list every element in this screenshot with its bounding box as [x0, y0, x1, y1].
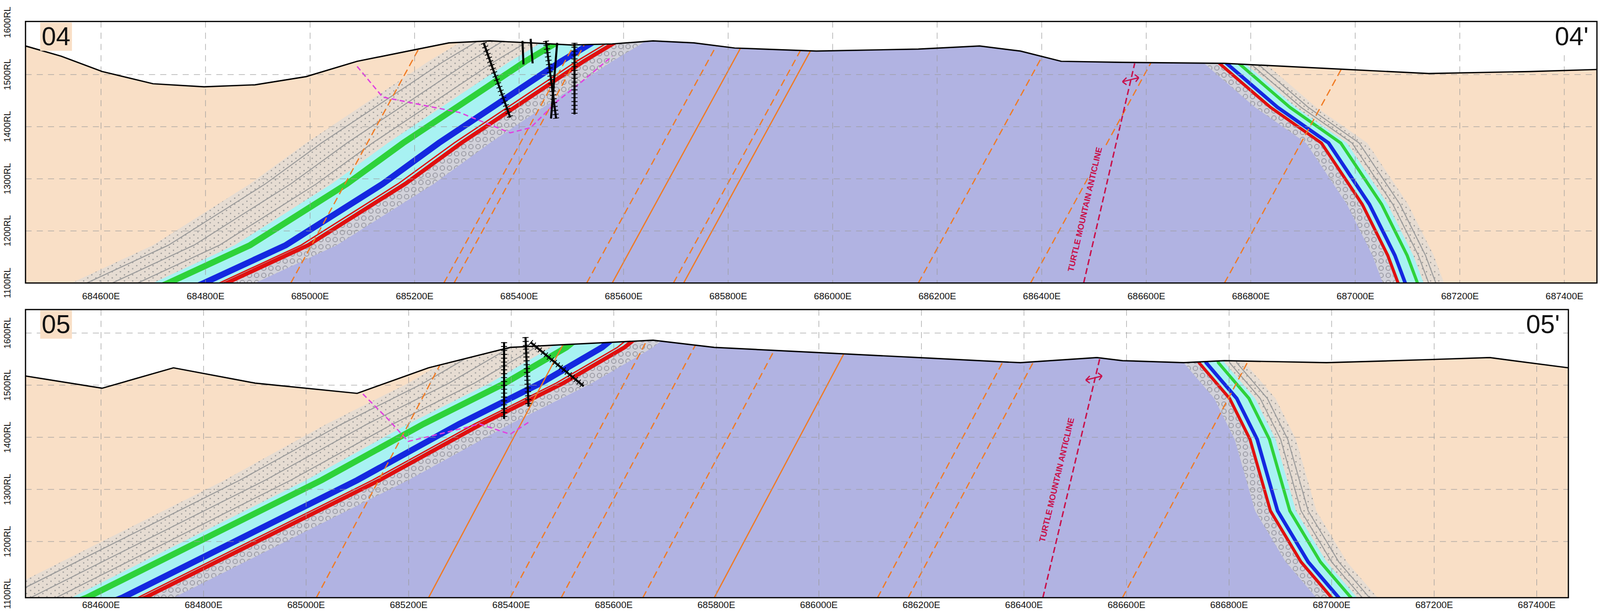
easting-label: 684800E — [186, 291, 225, 302]
panel-frame — [25, 309, 1569, 598]
easting-label: 687200E — [1415, 599, 1454, 611]
easting-label: 685400E — [492, 599, 530, 611]
elevation-label: 1300RL — [2, 162, 13, 194]
easting-label: 684800E — [184, 599, 223, 611]
easting-label: 686000E — [799, 599, 838, 611]
easting-label: 686000E — [813, 291, 852, 302]
easting-label: 685000E — [287, 599, 325, 611]
elevation-label: 1200RL — [2, 214, 13, 247]
easting-label: 686600E — [1127, 291, 1166, 302]
easting-label: 687400E — [1545, 291, 1584, 302]
easting-label: 686800E — [1210, 599, 1248, 611]
drill-holes — [483, 38, 575, 119]
drill-holes — [504, 336, 584, 419]
geology-section — [0, 296, 1600, 613]
elevation-label: 1100RL — [2, 577, 13, 609]
easting-label: 685000E — [291, 291, 329, 302]
elevation-label: 1300RL — [2, 473, 13, 505]
grid — [25, 309, 1569, 598]
easting-label: 686400E — [1023, 291, 1061, 302]
easting-label: 686400E — [1005, 599, 1043, 611]
easting-label: 685800E — [697, 599, 736, 611]
panel-frame — [25, 21, 1597, 283]
elevation-label: 1600RL — [2, 317, 13, 349]
elevation-label: 1500RL — [2, 369, 13, 401]
easting-label: 687000E — [1336, 291, 1375, 302]
section-label: 05 — [40, 310, 72, 339]
elevation-label: 1400RL — [2, 110, 13, 142]
topography — [25, 339, 1569, 393]
section-label: 04' — [1553, 22, 1591, 51]
easting-label: 687200E — [1441, 291, 1479, 302]
easting-label: 686800E — [1231, 291, 1270, 302]
section-label: 05' — [1524, 310, 1562, 339]
grid — [25, 21, 1597, 283]
elevation-label: 1600RL — [2, 6, 13, 38]
easting-label: 685600E — [604, 291, 643, 302]
section-label: 04 — [40, 22, 72, 51]
easting-label: 685600E — [594, 599, 633, 611]
easting-label: 686200E — [902, 599, 941, 611]
elevation-label: 1500RL — [2, 58, 13, 90]
easting-label: 687400E — [1517, 599, 1556, 611]
easting-label: 685800E — [709, 291, 748, 302]
anticline-symbol — [1122, 74, 1139, 85]
easting-label: 684600E — [82, 599, 121, 611]
elevation-label: 1200RL — [2, 525, 13, 557]
easting-label: 684600E — [82, 291, 121, 302]
geology-section — [0, 0, 1600, 327]
easting-label: 686200E — [918, 291, 957, 302]
easting-label: 687000E — [1312, 599, 1351, 611]
easting-label: 685200E — [395, 291, 434, 302]
topography — [25, 40, 1597, 87]
easting-label: 685400E — [500, 291, 538, 302]
easting-label: 686600E — [1107, 599, 1146, 611]
anticline-symbol — [1085, 372, 1102, 384]
easting-label: 685200E — [389, 599, 428, 611]
elevation-label: 1100RL — [2, 267, 13, 299]
elevation-label: 1400RL — [2, 421, 13, 453]
